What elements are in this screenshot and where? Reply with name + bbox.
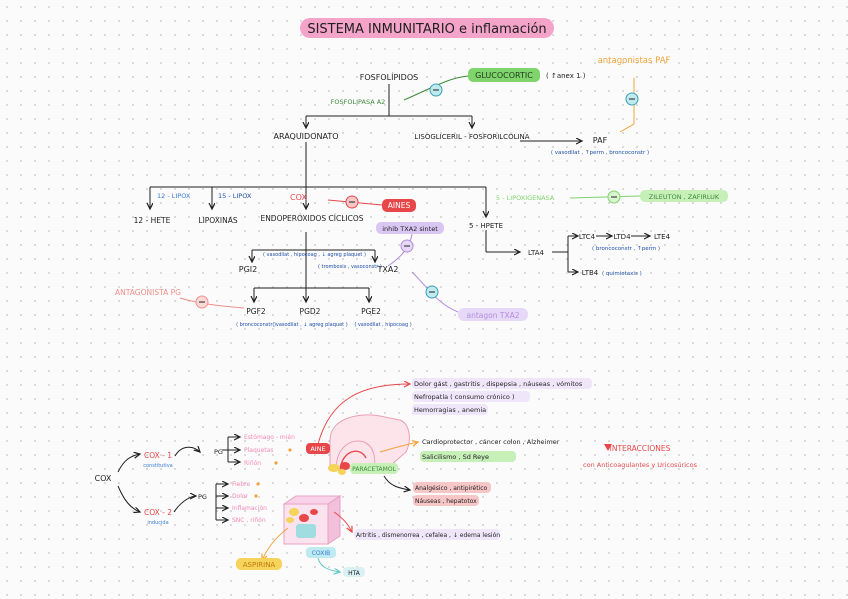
ltb-effects: ( quimiotaxis ) (602, 271, 642, 277)
cox-label: COX (290, 193, 307, 202)
pgd2-label: PGD2 (300, 307, 321, 316)
pgi2-effects: ( vasodilat , hipocoag , ↓ agreg plaquet… (263, 252, 366, 258)
lipox15-label: 15 - LIPOX (218, 192, 252, 200)
cox1-label: COX - 1 (144, 451, 172, 460)
medicine-box-icon (282, 495, 342, 545)
aine-use-1: Salicilismo , Sd Reye (422, 453, 489, 461)
adverse-line-1: Nefropatía ( consumo crónico ) (414, 393, 514, 401)
inhib-txa2-label: inhib TXA2 sintet (382, 225, 438, 233)
bottom-cox-label: COX (95, 474, 112, 483)
aine-use-highlight-1 (420, 451, 516, 462)
inhib-txa2-highlight (376, 222, 444, 234)
hete12-label: 12 - HETE (134, 216, 171, 225)
adverse-highlight-0 (412, 378, 592, 389)
endoperoxidos-label: ENDOPERÓXIDOS CÍCLICOS (260, 214, 363, 223)
aine-use-0: Cardioprotector , cáncer colon , Alzheim… (422, 438, 560, 446)
cox1-item-rinon: Riñón (244, 460, 261, 467)
title-highlight (300, 18, 554, 38)
cox1-sub: constitutiva (143, 463, 172, 469)
ltd4-label: LTD4 (613, 233, 631, 241)
ltc-effects: ( broncoconstr , ↑perm ) (592, 245, 660, 252)
pgf2-label: PGF2 (246, 307, 266, 316)
glucocortic-note: ( ↑anex 1 ) (546, 72, 586, 80)
lta4-label: LTA4 (528, 249, 544, 257)
cox2-item-inflamacion: Inflamación (232, 505, 267, 512)
lipoxigenasa5-label: 5 - LIPOXIGENASA (496, 194, 555, 202)
cox1-item-plaquetas: Plaquetas (244, 447, 273, 454)
antagonista-pg-label: ANTAGONISTA PG (115, 288, 181, 297)
coxib-label: COXIB (312, 550, 331, 557)
hta-label: HTA (348, 570, 361, 577)
cox2-item-dolor: Dolor (232, 493, 249, 500)
paracetamol-highlight (350, 463, 398, 474)
warning-icon (604, 444, 612, 451)
araquidonato-label: ARAQUIDONATO (273, 132, 338, 141)
page-title: SISTEMA INMUNITARIO e inflamación (307, 22, 546, 37)
ltc4-label: LTC4 (579, 233, 596, 241)
aines-highlight (382, 199, 416, 212)
pg-label-cox1: PG (214, 448, 223, 456)
antagon-txa2-highlight (458, 308, 528, 321)
fosfolipasa-label: FOSFOLIPASA A2 (331, 98, 386, 106)
coxib-uses: Artritis , dismenorrea , cefalea , ↓ ede… (356, 532, 500, 539)
cox2-item-fiebre: Fiebre (232, 481, 251, 488)
paracetamol-use-highlight-1 (413, 495, 479, 506)
antagonistas-paf-label: antagonistas PAF (598, 56, 671, 66)
pgf2-effects: ( broncoconstr ) (236, 322, 276, 328)
adverse-line-0: Dolor gást , gastritis , dispepsia , náu… (414, 380, 583, 388)
zileuton-highlight (640, 190, 728, 202)
pgd2-effects: ( vasodilat , ↓ agreg plaquet ) (272, 322, 347, 328)
paf-label: PAF (593, 136, 608, 145)
hta-highlight (343, 567, 365, 577)
coxib-highlight (306, 547, 336, 558)
interacciones-sub: con Anticoagulantes y Uricosúricos (583, 461, 698, 469)
adverse-highlight-1 (412, 391, 530, 402)
tunnel-icon (329, 414, 410, 471)
hpete5-label: 5 - HPETE (469, 222, 503, 230)
aine-highlight (306, 443, 330, 454)
coxib-use-highlight (354, 529, 500, 540)
txa2-label: TXA2 (377, 265, 399, 274)
pill-icons-top (328, 462, 350, 475)
glucocortic-highlight (468, 68, 540, 82)
cox2-label: COX - 2 (144, 508, 172, 517)
interacciones-label: INTERACCIONES (610, 444, 671, 453)
paracetamol-use-1: Náuseas , hepatotox (415, 498, 477, 505)
paracetamol-use-highlight-0 (413, 482, 491, 493)
adverse-highlight-2 (412, 404, 488, 415)
aspirina-highlight (236, 558, 282, 570)
antagon-txa2-label: antagon TXA2 (467, 311, 520, 320)
aines-label: AINES (388, 201, 411, 210)
lte4-label: LTE4 (654, 233, 671, 241)
cox1-item-estomago: Estómago - mién (244, 434, 295, 441)
cox2-item-snc: SNC , riñón (232, 517, 266, 524)
lipoxinas-label: LIPOXINAS (198, 216, 237, 225)
paracetamol-use-0: Analgésico , antipirético (415, 485, 488, 492)
aspirina-label: ASPIRINA (243, 561, 276, 569)
fosfolipidos-label: FOSFOLÍPIDOS (360, 71, 418, 82)
adverse-line-2: Hemorragias , anemia (414, 406, 486, 414)
pge2-label: PGE2 (361, 307, 381, 316)
paf-effects: ( vasodilat , ↑perm , broncoconstr ) (551, 149, 649, 156)
pge2-effects: ( vasodilat , hipocoag ) (354, 322, 411, 328)
lisogliceril-label: LISOGLICERIL - FOSFORILCOLINA (414, 133, 529, 141)
ltb4-label: LTB4 (582, 269, 599, 277)
glucocortic-label: GLUCOCORTIC (475, 71, 533, 80)
aine-label: AINE (310, 445, 325, 453)
lipox12-label: 12 - LIPOX (157, 192, 191, 200)
zileuton-label: ZILEUTON , ZAFIRLUK (649, 193, 720, 201)
cox2-sub: inducida (147, 520, 168, 526)
pgi2-label: PGI2 (239, 265, 257, 274)
pg-label-cox2: PG (198, 493, 207, 501)
txa2-effects: ( trombosis , vasoconstr ) (318, 264, 382, 270)
paracetamol-label: PARACETAMOL (352, 466, 396, 473)
